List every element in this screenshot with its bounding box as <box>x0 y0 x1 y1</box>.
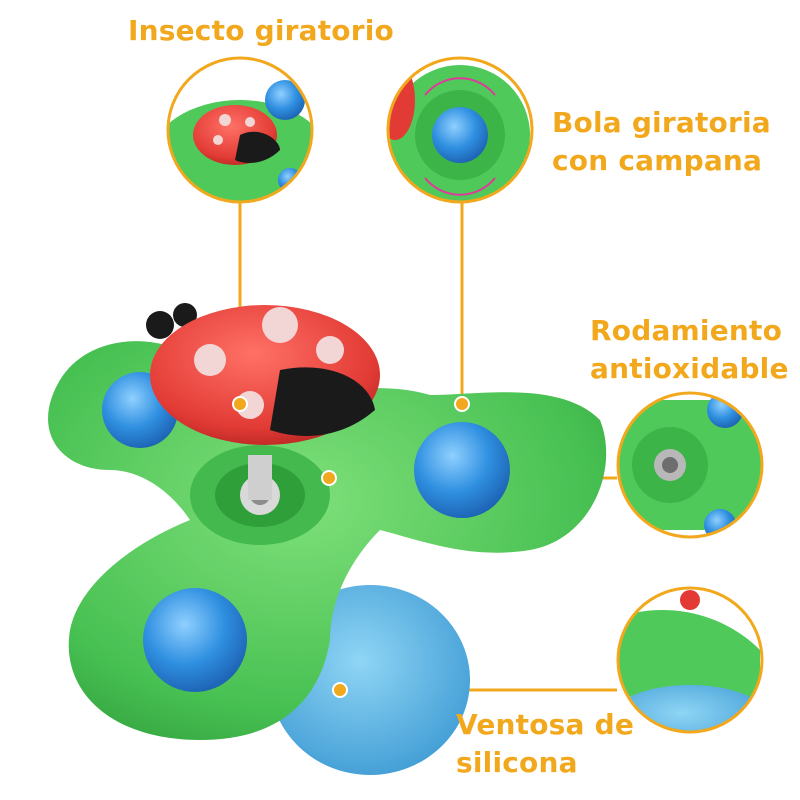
zoom-suction <box>616 586 764 734</box>
label-ball: Bola giratoria con campana <box>552 104 771 180</box>
label-suction-line1: Ventosa de <box>456 708 635 741</box>
zoom-ball <box>386 56 534 204</box>
ladybug <box>146 303 380 445</box>
label-insect-text: Insecto giratorio <box>128 14 394 47</box>
label-bearing-line1: Rodamiento <box>590 314 783 347</box>
label-insect: Insecto giratorio <box>128 12 394 50</box>
label-ball-line2: con campana <box>552 144 763 177</box>
label-bearing-line2: antioxidable <box>590 352 789 385</box>
zoom-insect <box>166 56 314 204</box>
label-suction: Ventosa de silicona <box>456 706 634 782</box>
label-ball-line1: Bola giratoria <box>552 106 771 139</box>
callout-dots <box>232 396 470 698</box>
label-suction-line2: silicona <box>456 746 578 779</box>
label-bearing: Rodamiento antioxidable <box>590 312 789 388</box>
zoom-bearing <box>616 391 764 539</box>
